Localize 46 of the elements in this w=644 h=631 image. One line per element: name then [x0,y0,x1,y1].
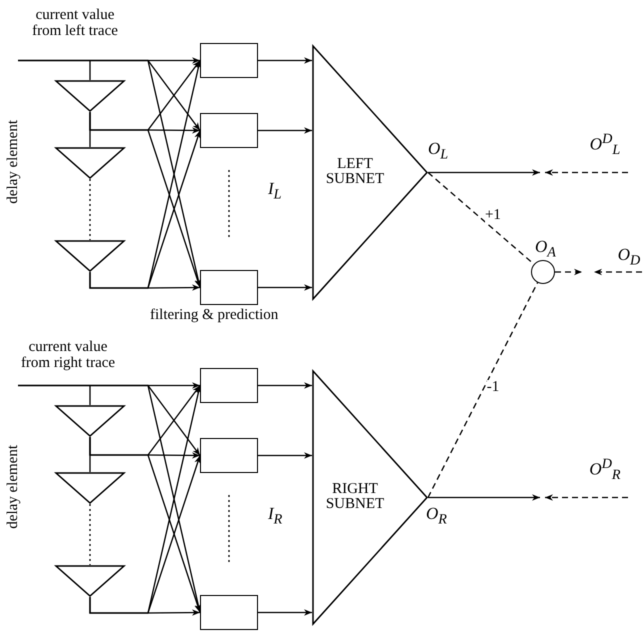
output-label: O$_{L}$ [428,140,448,162]
filter-box [200,368,258,403]
arrow [89,597,200,616]
arrow [258,284,312,291]
output-label: O$_{R}$ [426,505,447,528]
input-caption: current value from right trace [20,340,116,372]
summing-circle [531,260,555,284]
arrow [545,494,628,501]
arrow [594,268,642,276]
edge-label: +1 [484,208,501,224]
subnet-triangle: RIGHT SUBNET [312,370,428,625]
connector-line [89,386,91,405]
delay-triangle [55,80,125,112]
arrow [545,169,628,176]
filter-box [200,438,258,473]
arrow [258,609,312,616]
input-vector-label: I$_{L}$ [268,180,282,202]
delay-triangle [55,472,125,504]
output-label: O$_{A}$ [535,238,556,260]
delay-caption: delay element [6,120,22,204]
connector-line [427,282,538,498]
delay-caption: delay element [6,445,22,529]
filter-box [200,113,258,148]
delay-triangle [55,405,125,437]
input-caption: current value from left trace [31,8,119,40]
arrow [258,57,312,64]
arrow [258,452,312,459]
arrow [258,127,312,134]
arrow [428,494,540,501]
connector-line [89,179,91,240]
connector-line [89,60,91,80]
input-vector-label: I$_{R}$ [268,505,282,528]
filter-box [200,595,258,630]
section-caption: filtering & prediction [150,308,278,324]
filter-box [200,270,258,305]
arrow [555,268,582,276]
target-output-label: O$_{D}$ [616,246,642,272]
arrow [428,169,540,176]
arrow [258,382,312,389]
delay-triangle [55,240,125,272]
arrow [89,272,200,291]
filter-box [200,43,258,78]
subnet-triangle: LEFT SUBNET [312,45,428,300]
connector-line [89,504,91,565]
delay-triangle [55,147,125,179]
delay-triangle [55,565,125,597]
